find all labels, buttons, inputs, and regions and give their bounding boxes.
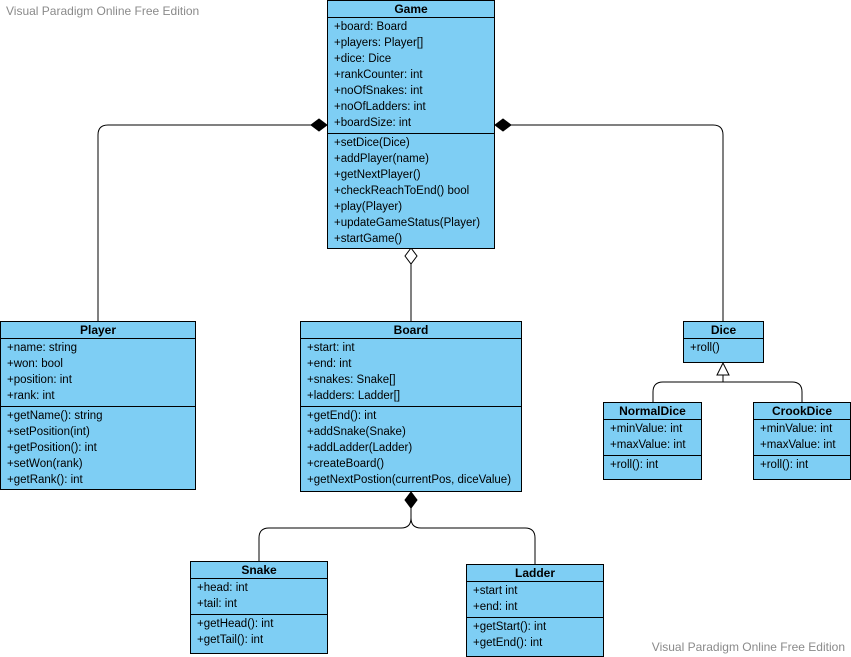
class-dice[interactable]: Dice +roll() bbox=[683, 321, 764, 363]
methods: +setDice(Dice) +addPlayer(name) +getNextPl… bbox=[328, 134, 494, 249]
attribute-row: +noOfSnakes: int bbox=[334, 85, 423, 97]
attribute-row: +rank: int bbox=[7, 390, 55, 402]
methods: +getStart(): int +getEnd(): int bbox=[467, 618, 603, 653]
method-row: +getEnd(): int bbox=[307, 410, 377, 422]
attribute-row: +end: int bbox=[473, 601, 518, 613]
composition-board-ladder[interactable] bbox=[410, 517, 536, 564]
attributes: +start int +end: int bbox=[467, 582, 603, 618]
method-row: +setWon(rank) bbox=[7, 458, 83, 470]
method-row: +createBoard() bbox=[307, 458, 385, 470]
class-normal-dice[interactable]: NormalDice +minValue: int+maxValue: int … bbox=[603, 402, 702, 480]
methods: +roll(): int bbox=[604, 456, 701, 475]
method-row: +startGame() bbox=[334, 233, 403, 245]
methods: +getEnd(): int +addSnake(Snake) +addLadder… bbox=[301, 407, 521, 490]
attribute-row: +maxValue: int bbox=[610, 439, 686, 451]
attribute-row: +rankCounter: int bbox=[334, 69, 423, 81]
generalization-normaldice[interactable] bbox=[652, 375, 724, 402]
class-name: Game bbox=[328, 1, 494, 18]
class-name: Player bbox=[1, 322, 195, 339]
composition-diamond-game-dice bbox=[494, 118, 512, 132]
method-row: +getStart(): int bbox=[473, 621, 547, 633]
method-row: +getNextPlayer() bbox=[334, 169, 421, 181]
class-name: NormalDice bbox=[604, 403, 701, 420]
aggregation-diamond-game-board bbox=[404, 247, 418, 265]
attribute-row: +won: bool bbox=[7, 358, 63, 370]
method-row: +addPlayer(name) bbox=[334, 153, 429, 165]
composition-diamond-board bbox=[404, 491, 418, 509]
attribute-row: +boardSize: int bbox=[334, 117, 412, 129]
attribute-row: +noOfLadders: int bbox=[334, 101, 426, 113]
attribute-row: +snakes: Snake[] bbox=[307, 374, 396, 386]
composition-diamond-game-player bbox=[310, 118, 328, 132]
attribute-row: +start int bbox=[473, 585, 518, 597]
method-row: +getRank(): int bbox=[7, 474, 83, 486]
class-name: Ladder bbox=[467, 565, 603, 582]
attributes: +minValue: int +maxValue: int bbox=[754, 420, 850, 456]
method-row: +updateGameStatus(Player) bbox=[334, 217, 481, 229]
method-row: +getName(): string bbox=[7, 410, 103, 422]
method-row: +roll(): int bbox=[760, 459, 809, 471]
method-row: +setDice(Dice) bbox=[334, 137, 410, 149]
class-name: CrookDice bbox=[754, 403, 850, 420]
composition-game-dice[interactable] bbox=[511, 124, 724, 321]
method-row: +checkReachToEnd() bool bbox=[334, 185, 470, 197]
attributes: +board: Board +players: Player[] +dice: Di… bbox=[328, 18, 494, 134]
generalization-crookdice[interactable] bbox=[723, 381, 803, 402]
method-row: +getTail(): int bbox=[197, 634, 264, 646]
attribute-row: +minValue: int bbox=[760, 423, 833, 435]
class-snake[interactable]: Snake +head: int +tail: int +getHead(): i… bbox=[190, 561, 328, 654]
watermark-top: Visual Paradigm Online Free Edition bbox=[6, 4, 200, 18]
attribute-row: +tail: int bbox=[197, 598, 237, 610]
method-row: +getHead(): int bbox=[197, 618, 274, 630]
attribute-row: +board: Board bbox=[334, 21, 408, 33]
class-name: Dice bbox=[684, 322, 763, 339]
attribute-row: +start: int bbox=[307, 342, 355, 354]
method-row: +getEnd(): int bbox=[473, 637, 543, 649]
composition-board-snake[interactable] bbox=[258, 508, 412, 561]
composition-game-player[interactable] bbox=[97, 124, 311, 321]
method-row: +setPosition(int) bbox=[7, 426, 90, 438]
class-name: Board bbox=[301, 322, 521, 339]
methods: +roll() bbox=[684, 339, 763, 358]
attributes: +head: int +tail: int bbox=[191, 579, 327, 615]
attribute-row: +position: int bbox=[7, 374, 72, 386]
class-game[interactable]: Game +board: Board +players: Player[] +dic… bbox=[327, 0, 495, 249]
class-crook-dice[interactable]: CrookDice +minValue: int +maxValue: int +… bbox=[753, 402, 851, 480]
watermark-bottom: Visual Paradigm Online Free Edition bbox=[651, 640, 845, 654]
attributes: +name: string +won: bool +position: int +ra… bbox=[1, 339, 195, 407]
attribute-row: +minValue: int bbox=[610, 423, 683, 435]
generalization-triangle-dice bbox=[716, 361, 730, 376]
attribute-row: +end: int bbox=[307, 358, 352, 370]
methods: +roll(): int bbox=[754, 456, 850, 475]
attributes: +start: int +end: int +snakes: Snake[] +lad… bbox=[301, 339, 521, 407]
method-row: +addSnake(Snake) bbox=[307, 426, 406, 438]
attribute-row: +players: Player[] bbox=[334, 37, 424, 49]
class-player[interactable]: Player +name: string +won: bool +position:… bbox=[0, 321, 196, 490]
methods: +getName(): string +setPosition(int) +getP… bbox=[1, 407, 195, 490]
method-row: +play(Player) bbox=[334, 201, 403, 213]
attributes: +minValue: int +maxValue: int bbox=[604, 420, 701, 456]
attribute-row: +name: string bbox=[7, 342, 77, 354]
attribute-row: +dice: Dice bbox=[334, 53, 392, 65]
class-name: Snake bbox=[191, 562, 327, 579]
method-row: +roll() bbox=[690, 342, 720, 354]
class-board[interactable]: Board +start: int +end: int +snakes: Snake… bbox=[300, 321, 522, 492]
method-row: +getNextPostion(currentPos, diceValue) bbox=[307, 474, 512, 486]
attribute-row: +maxValue: int bbox=[760, 439, 836, 451]
class-ladder[interactable]: Ladder +start int +end: int +getStart(): … bbox=[466, 564, 604, 657]
method-row: +roll(): int bbox=[610, 459, 659, 471]
method-row: +addLadder(Ladder) bbox=[307, 442, 413, 454]
method-row: +getPosition(): int bbox=[7, 442, 97, 454]
attribute-row: +head: int bbox=[197, 582, 248, 594]
methods: +getHead(): int +getTail(): int bbox=[191, 615, 327, 650]
attribute-row: +ladders: Ladder[] bbox=[307, 390, 401, 402]
